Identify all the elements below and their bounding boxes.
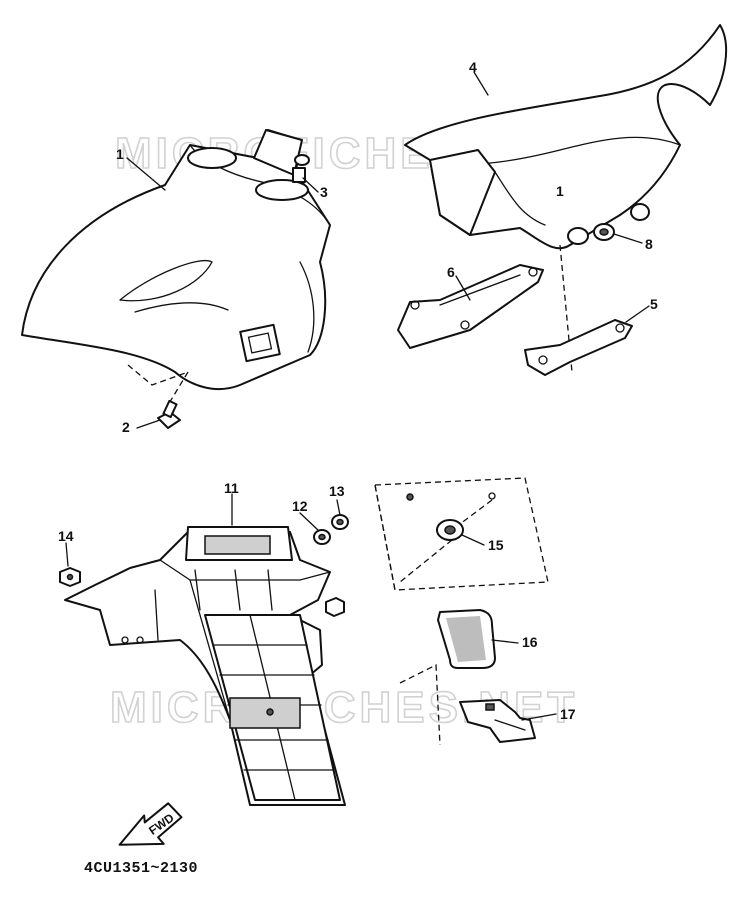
callout-5: 5 <box>650 296 658 312</box>
front-fender-part-1[interactable] <box>21 129 331 406</box>
callout-16: 16 <box>522 634 538 650</box>
nut-part-14[interactable] <box>59 567 81 587</box>
callout-3: 3 <box>320 184 328 200</box>
bracket-part-17[interactable] <box>399 663 536 746</box>
damper-part-16[interactable] <box>437 609 496 669</box>
collar-part-3[interactable] <box>292 154 310 183</box>
callout-14: 14 <box>58 528 74 544</box>
rear-cowl-part-4[interactable] <box>404 24 727 373</box>
callout-1: 1 <box>116 146 124 162</box>
washer-part-13[interactable] <box>331 514 349 530</box>
leader-lines <box>65 71 650 721</box>
stay-part-5[interactable] <box>524 319 633 376</box>
nut-part-12[interactable] <box>313 529 331 545</box>
nut-fender-side <box>325 597 345 617</box>
callout-4: 4 <box>469 59 477 75</box>
callout-1-second: 1 <box>556 183 564 199</box>
callout-2: 2 <box>122 419 130 435</box>
callout-12: 12 <box>292 498 308 514</box>
callout-13: 13 <box>329 483 345 499</box>
grommet-part-15[interactable] <box>436 519 464 541</box>
bracket-part-6[interactable] <box>397 264 544 349</box>
rear-fender-part-11[interactable] <box>64 526 346 806</box>
part-code: 4CU1351~2130 <box>84 860 198 877</box>
callout-15: 15 <box>488 537 504 553</box>
callout-11: 11 <box>224 480 239 496</box>
callout-17: 17 <box>560 706 576 722</box>
callout-8: 8 <box>645 236 653 252</box>
screw-part-2[interactable] <box>157 399 181 429</box>
callout-6: 6 <box>447 264 455 280</box>
forward-direction-arrow: FWD <box>118 802 183 846</box>
grommet-part-8[interactable] <box>593 223 615 241</box>
